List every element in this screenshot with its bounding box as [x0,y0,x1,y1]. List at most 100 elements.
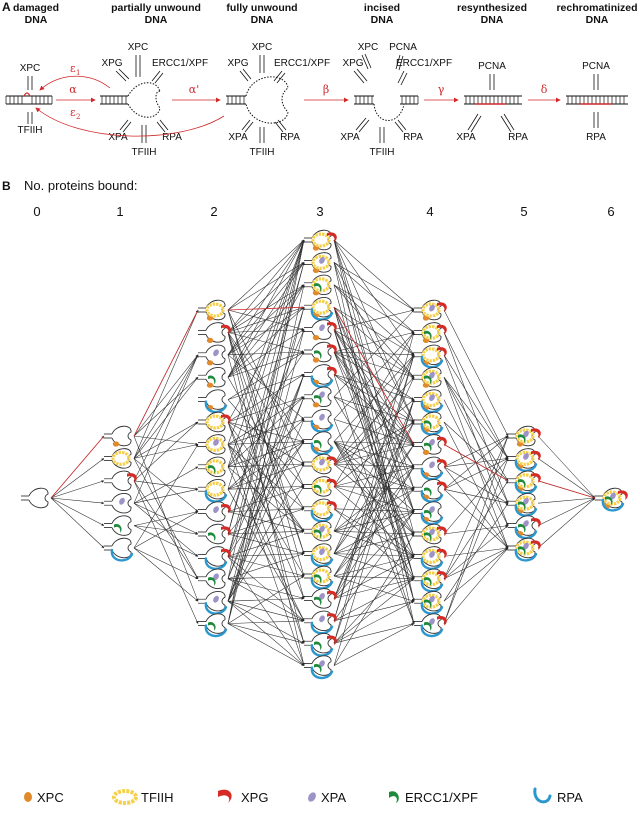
dna-state-node [414,411,444,436]
bound-xpa-icon [523,520,529,527]
bound-ercc1-xpf-icon [314,395,322,404]
bound-xpg-icon [327,590,337,601]
transition-edge [333,511,415,599]
transition-edge [133,354,199,459]
dna-state-node [304,341,337,363]
transition-edge [227,623,305,644]
bound-xpg-icon [221,324,231,335]
dna-state-node [198,523,231,545]
dna-state-node [104,425,132,447]
protein-label-tfiih: TFIIH [18,125,43,136]
bound-xpg-icon [437,548,447,559]
dna-state-node [198,299,226,321]
bound-tfiih-icon [421,392,441,408]
bound-rpa-icon [420,355,444,369]
bound-rpa-icon [310,308,334,321]
transition-edge [133,421,199,482]
dna-state-node [304,521,332,542]
bound-xpg-icon [437,436,447,447]
bound-xpg-icon [327,635,337,646]
transition-edge [227,284,305,378]
stage-title-rechrom-line1: rechromatinized [556,2,637,14]
transition-edge [537,497,596,549]
bound-xpg-icon [437,302,447,312]
transition-edge [333,354,415,487]
bound-rpa-icon [310,420,334,433]
bound-xpg-icon [127,473,137,483]
bound-ercc1-xpf-icon [208,577,216,586]
legend-label-rpa: RPA [557,790,583,805]
bound-ercc1-xpf-icon [114,523,122,533]
transition-edge [443,458,509,490]
bound-xpa-icon [429,461,435,469]
transition-arrows: α α' β γ δ ε 1 ε 2 [35,62,561,137]
bound-xpa-icon [523,453,529,460]
bound-xpa-icon [213,573,219,581]
dna-state-node [198,367,226,388]
dna-state-node [104,493,132,514]
stage-rechromatinized-dna: PCNA RPA [566,61,628,143]
protein-label-rpa: RPA [508,132,528,143]
bound-tfiih-icon [421,302,441,318]
transition-edge [227,600,305,622]
dna-state-node [198,546,231,570]
bound-xpc-icon [312,357,320,363]
bound-xpg-icon [531,517,541,528]
highlighted-pathway-edge [133,309,199,437]
bound-xpa-icon [319,548,325,555]
bound-xpg-icon [221,414,231,424]
dna-state-node [304,588,337,609]
dna-state-node [304,543,334,568]
transition-edge [333,600,415,644]
bound-tfiih-icon [515,450,535,466]
rate-alpha-prime: α' [189,83,199,96]
transition-edge [227,239,305,535]
xpc-dot-icon [24,792,32,802]
legend-item-rpa: RPA [533,787,583,805]
transition-edge [333,351,415,378]
dna-state-node [304,274,332,296]
protein-label-xpc: XPC [128,42,149,53]
bound-xpa-icon [319,593,325,600]
dna-state-node [304,364,337,388]
transition-edge [443,547,509,580]
bound-xpg-icon [327,232,337,242]
bound-tfiih-icon [311,545,331,562]
bound-xpg-icon [221,548,231,559]
bound-tfiih-icon [205,302,225,318]
bound-xpg-icon [221,526,231,536]
bound-xpa-icon [213,595,219,603]
bound-ercc1-xpf-icon [314,283,322,292]
bound-xpc-icon [206,337,214,343]
bound-xpa-icon [213,506,219,513]
bound-tfiih-icon [311,523,331,539]
transition-edge [227,486,305,602]
transition-edge [50,480,105,499]
protein-label-rpa: RPA [162,132,182,143]
dna-state-node [508,470,541,495]
transition-edge [333,623,415,666]
bound-xpg-icon [327,321,337,332]
transition-edge [133,444,199,549]
bound-xpc-icon [422,449,430,455]
transition-edge [333,374,415,401]
bound-tfiih-icon [421,526,441,542]
transition-edge [443,377,509,482]
transition-edge [333,354,415,621]
bound-tfiih-icon [421,548,441,565]
stage-titles: damaged DNA partially unwound DNA fully … [13,2,638,26]
transition-edge [133,309,199,459]
dna-state-node [508,425,541,447]
rate-epsilon-1-sub: 1 [76,69,80,77]
bound-rpa-icon [420,512,444,526]
panel-b-letter: B [2,179,11,193]
bound-ercc1-xpf-icon [424,330,432,340]
bound-xpa-icon [429,528,435,536]
stage-resynthesized-dna: PCNA XPA RPA [456,61,528,143]
transition-edge [133,547,199,602]
dna-state-node [414,344,447,369]
bound-xpg-icon [327,344,337,354]
dna-state-node [414,367,442,388]
arrow-epsilon-1 [39,75,111,91]
